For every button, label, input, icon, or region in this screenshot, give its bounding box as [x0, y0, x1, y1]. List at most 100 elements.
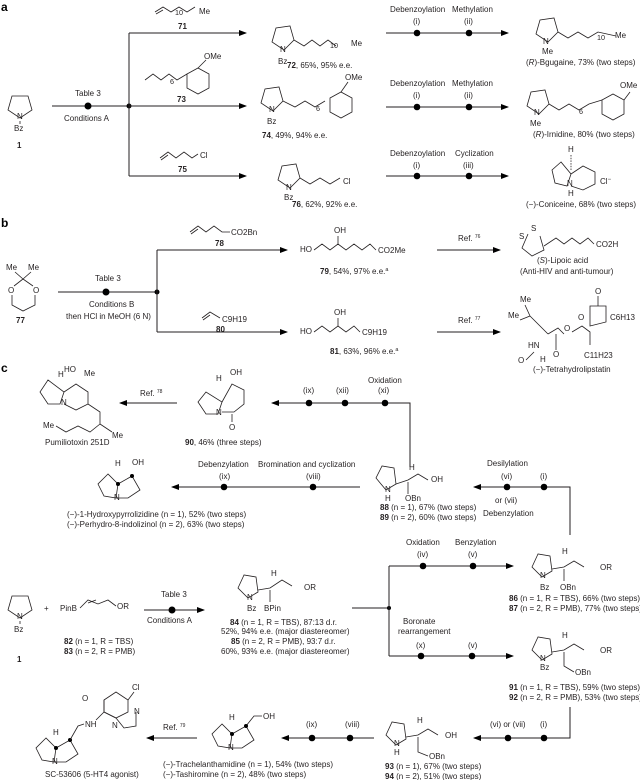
svg-text:N: N [17, 612, 23, 621]
svg-text:86 (n = 1, R = TBS), 66% (two: 86 (n = 1, R = TBS), 66% (two steps) [509, 594, 640, 603]
svg-text:N: N [394, 739, 400, 748]
svg-text:(xii): (xii) [336, 386, 349, 395]
svg-text:74, 49%, 94% e.e.: 74, 49%, 94% e.e. [262, 131, 327, 140]
svg-text:(xi): (xi) [378, 386, 389, 395]
bz-group: Bz [14, 124, 23, 133]
svg-text:PinB: PinB [60, 604, 77, 613]
compound-77: Me Me O O 77 [6, 263, 40, 325]
svg-text:90, 46% (three steps): 90, 46% (three steps) [185, 438, 262, 447]
svg-text:HO: HO [64, 365, 76, 374]
svg-text:OMe: OMe [204, 52, 222, 61]
svg-text:H: H [394, 748, 400, 757]
svg-text:OMe: OMe [620, 81, 638, 90]
svg-text:O: O [578, 313, 584, 322]
svg-text:81, 63%, 96% e.e.a: 81, 63%, 96% e.e.a [330, 347, 399, 356]
svg-text:Debenzylation: Debenzylation [198, 460, 249, 469]
svg-text:Methylation: Methylation [452, 5, 493, 14]
svg-text:Me: Me [28, 263, 40, 272]
svg-text:Me: Me [112, 431, 124, 440]
svg-text:(i): (i) [540, 472, 547, 481]
svg-text:Ref. 78: Ref. 78 [140, 389, 163, 398]
svg-text:(vi): (vi) [501, 472, 512, 481]
svg-text:Benzylation: Benzylation [455, 538, 496, 547]
svg-text:91 (n = 1, R = TBS), 59% (two: 91 (n = 1, R = TBS), 59% (two steps) [509, 683, 640, 692]
svg-text:Cyclization: Cyclization [455, 149, 494, 158]
svg-text:83 (n = 2, R = PMB): 83 (n = 2, R = PMB) [64, 647, 135, 656]
svg-text:Bromination and cyclization: Bromination and cyclization [258, 460, 355, 469]
step-dot [84, 102, 92, 110]
svg-text:BPin: BPin [264, 604, 281, 613]
reagent-82-83: PinB OR 82 (n = 1, R = TBS) 83 (n = 2, R… [60, 599, 135, 656]
reagent-73: 6 OMe 73 [144, 52, 222, 104]
svg-text:(viii): (viii) [306, 472, 321, 481]
compound-86-87: H OR N Bz OBn 86 (n = 1, R = TBS), 66% (… [509, 547, 640, 613]
svg-text:OH: OH [230, 368, 242, 377]
svg-text:HO: HO [300, 327, 312, 336]
oxidation-sequence: (ix) (xii) (xi) Oxidation [271, 376, 411, 467]
svg-text:C9H19: C9H19 [222, 315, 247, 324]
svg-text:Me: Me [6, 263, 18, 272]
svg-text:(R)-Irnidine, 80% (two steps): (R)-Irnidine, 80% (two steps) [533, 130, 635, 139]
svg-text:89 (n = 2), 60% (two steps): 89 (n = 2), 60% (two steps) [380, 513, 477, 522]
svg-text:O: O [33, 286, 39, 295]
panel-label-c: c [1, 361, 8, 375]
svg-text:Bz: Bz [14, 625, 23, 634]
svg-text:HN: HN [528, 341, 540, 350]
svg-text:(ix): (ix) [303, 386, 314, 395]
svg-text:H: H [568, 189, 574, 198]
step-label-conditions-b: Conditions B [89, 300, 134, 309]
svg-text:Me: Me [43, 421, 55, 430]
svg-text:87 (n = 2, R = PMB), 77% (two: 87 (n = 2, R = PMB), 77% (two steps) [509, 604, 640, 613]
svg-text:OH: OH [445, 731, 457, 740]
svg-text:Debenzoylation: Debenzoylation [390, 79, 445, 88]
svg-text:60%, 93% e.e. (major diastereo: 60%, 93% e.e. (major diastereomer) [221, 647, 350, 656]
svg-text:6: 6 [316, 104, 320, 113]
svg-text:OBn: OBn [575, 668, 591, 677]
compound-79: HO OH CO2Me 79, 54%, 97% e.e.a [300, 226, 406, 276]
svg-text:CO2H: CO2H [596, 240, 618, 249]
svg-text:Bz: Bz [540, 663, 549, 672]
svg-text:O: O [518, 356, 524, 365]
svg-text:Cl: Cl [343, 177, 351, 186]
svg-text:Me: Me [199, 7, 211, 16]
svg-text:Ref. 76: Ref. 76 [458, 234, 481, 243]
svg-text:10: 10 [597, 33, 605, 42]
svg-text:N: N [247, 593, 253, 602]
svg-text:6: 6 [579, 107, 583, 116]
svg-text:O: O [82, 694, 88, 703]
svg-text:Oxidation: Oxidation [368, 376, 402, 385]
svg-text:(iv): (iv) [417, 550, 428, 559]
nitrogen-atom: N [17, 112, 23, 121]
svg-text:H: H [568, 145, 574, 154]
svg-text:(ii): (ii) [464, 17, 473, 26]
final-sequence: (ix) (viii) [281, 720, 374, 742]
svg-text:(vi) or (vii): (vi) or (vii) [490, 720, 526, 729]
svg-text:N: N [567, 179, 573, 188]
svg-text:H: H [540, 355, 546, 364]
reagent-78: CO2Bn 78 [189, 225, 257, 248]
product-bgugaine: 10 Me N Me (R)-Bgugaine, 73% (two steps) [526, 17, 636, 67]
reagent-71: 10 Me 71 [154, 6, 211, 31]
compound-88-89: H OH N H OBn 88 (n = 1), 67% (two steps)… [375, 463, 477, 522]
svg-text:H: H [417, 716, 423, 725]
svg-text:Me: Me [530, 119, 542, 128]
svg-text:79, 54%, 97% e.e.a: 79, 54%, 97% e.e.a [320, 267, 389, 276]
sequence-row-3: Debenzoylation Cyclization (i) (iii) [386, 149, 509, 180]
svg-text:(viii): (viii) [345, 720, 360, 729]
svg-text:94 (n = 2), 51% (two steps): 94 (n = 2), 51% (two steps) [385, 772, 482, 780]
compound-93-94: H OH N H OBn 93 (n = 1), 67% (two steps)… [385, 716, 482, 780]
reagent-80: C9H19 80 [201, 311, 247, 334]
svg-text:(i): (i) [413, 161, 420, 170]
svg-text:(ii): (ii) [464, 91, 473, 100]
svg-text:N: N [52, 757, 58, 766]
svg-text:78: 78 [215, 239, 224, 248]
svg-text:Ref. 77: Ref. 77 [458, 316, 481, 325]
sequence-row-2: Debenzoylation Methylation (i) (ii) [386, 79, 509, 111]
svg-text:(S)-Lipoic acid: (S)-Lipoic acid [537, 256, 588, 265]
svg-text:Conditions A: Conditions A [147, 616, 193, 625]
svg-text:N: N [61, 398, 67, 407]
svg-text:or (vii): or (vii) [495, 496, 518, 505]
svg-text:(v): (v) [468, 550, 478, 559]
svg-text:SC-53606 (5-HT4 agonist): SC-53606 (5-HT4 agonist) [45, 770, 139, 779]
